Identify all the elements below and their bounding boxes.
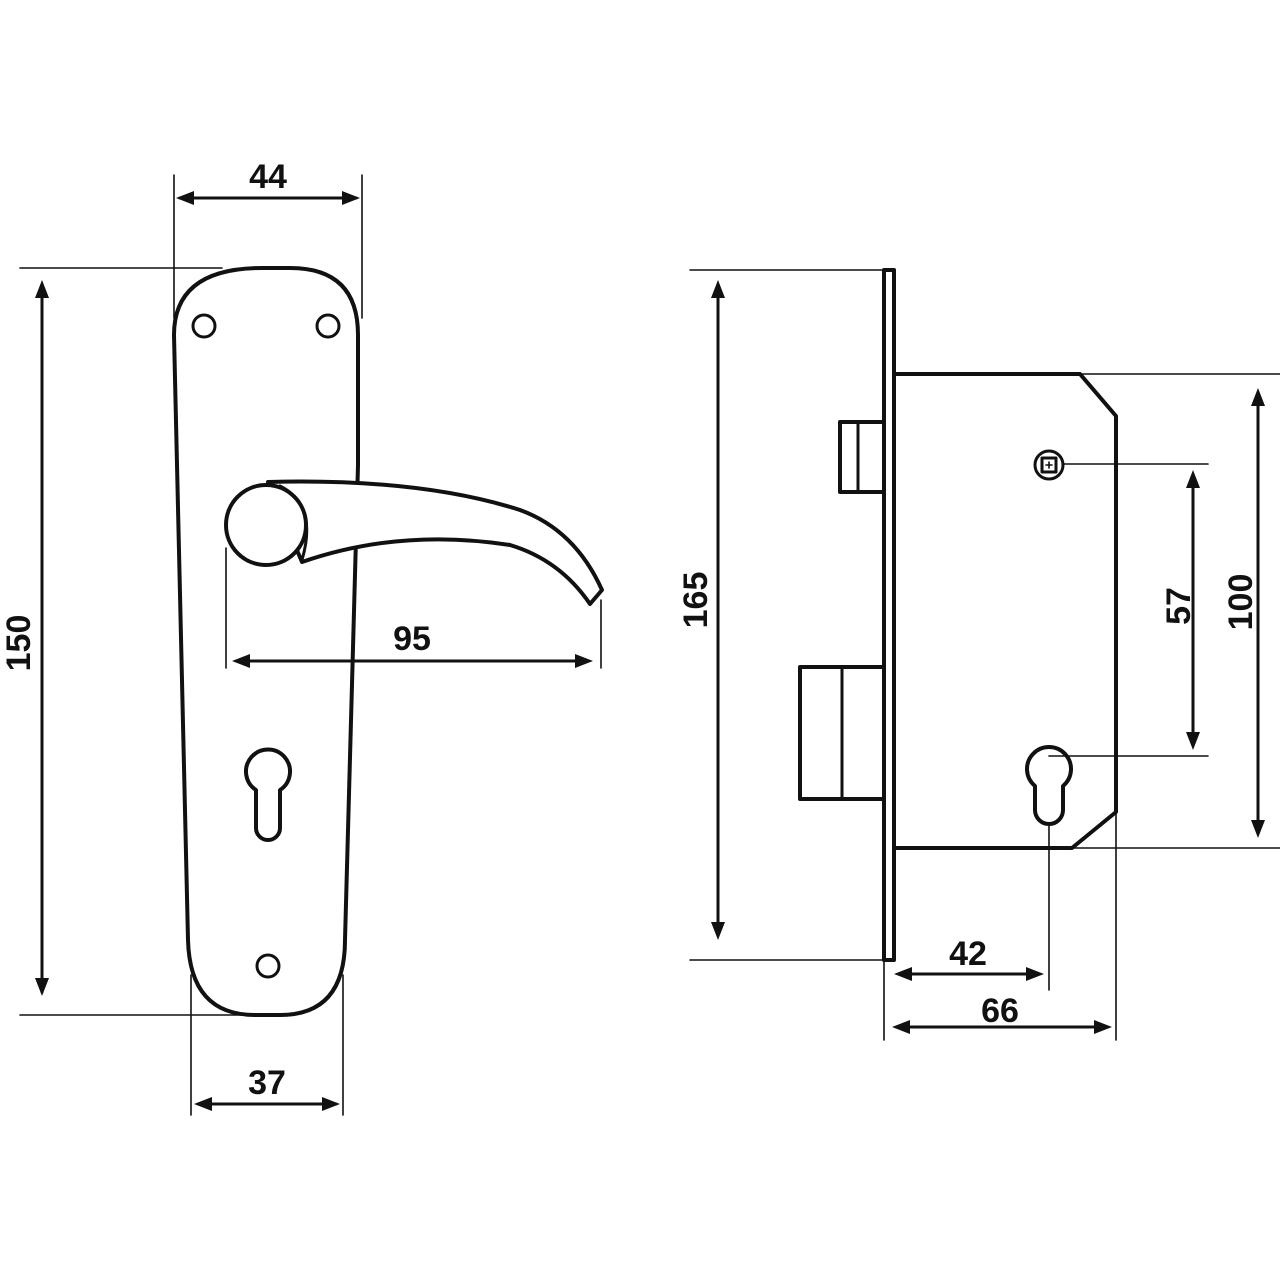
dimension-57	[1048, 463, 1209, 757]
dimension-66	[892, 811, 1117, 1041]
dimension-42	[883, 825, 1050, 1041]
keyhole-cylinder-cutout	[244, 747, 292, 842]
dimension-label-100: 100	[1222, 574, 1260, 631]
dimension-label-165: 165	[677, 572, 715, 629]
dimension-label-42: 42	[949, 935, 987, 973]
latch-bolt	[838, 420, 886, 494]
handle-backplate	[172, 266, 360, 1017]
spindle-hole	[1033, 449, 1065, 481]
dimension-label-37: 37	[248, 1064, 286, 1102]
dimension-label-66: 66	[981, 992, 1019, 1030]
lock-case	[890, 372, 1118, 850]
dimension-37	[190, 974, 344, 1116]
dimension-label-44: 44	[249, 158, 287, 196]
dimension-100	[1071, 373, 1280, 849]
screw-hole-top-right	[315, 313, 341, 339]
screw-hole-bottom	[255, 953, 281, 979]
dimension-label-57: 57	[1160, 587, 1198, 625]
dimension-95	[225, 547, 602, 669]
lever-handle	[224, 479, 604, 606]
dimension-label-95: 95	[393, 620, 431, 658]
cylinder-hole	[1025, 745, 1073, 826]
dimension-label-150: 150	[0, 615, 38, 672]
faceplate	[882, 268, 896, 962]
dead-bolt	[798, 665, 886, 801]
dimension-150	[19, 267, 245, 1016]
dimension-44	[173, 174, 363, 319]
dimension-165	[689, 269, 885, 961]
screw-hole-top-left	[191, 313, 217, 339]
